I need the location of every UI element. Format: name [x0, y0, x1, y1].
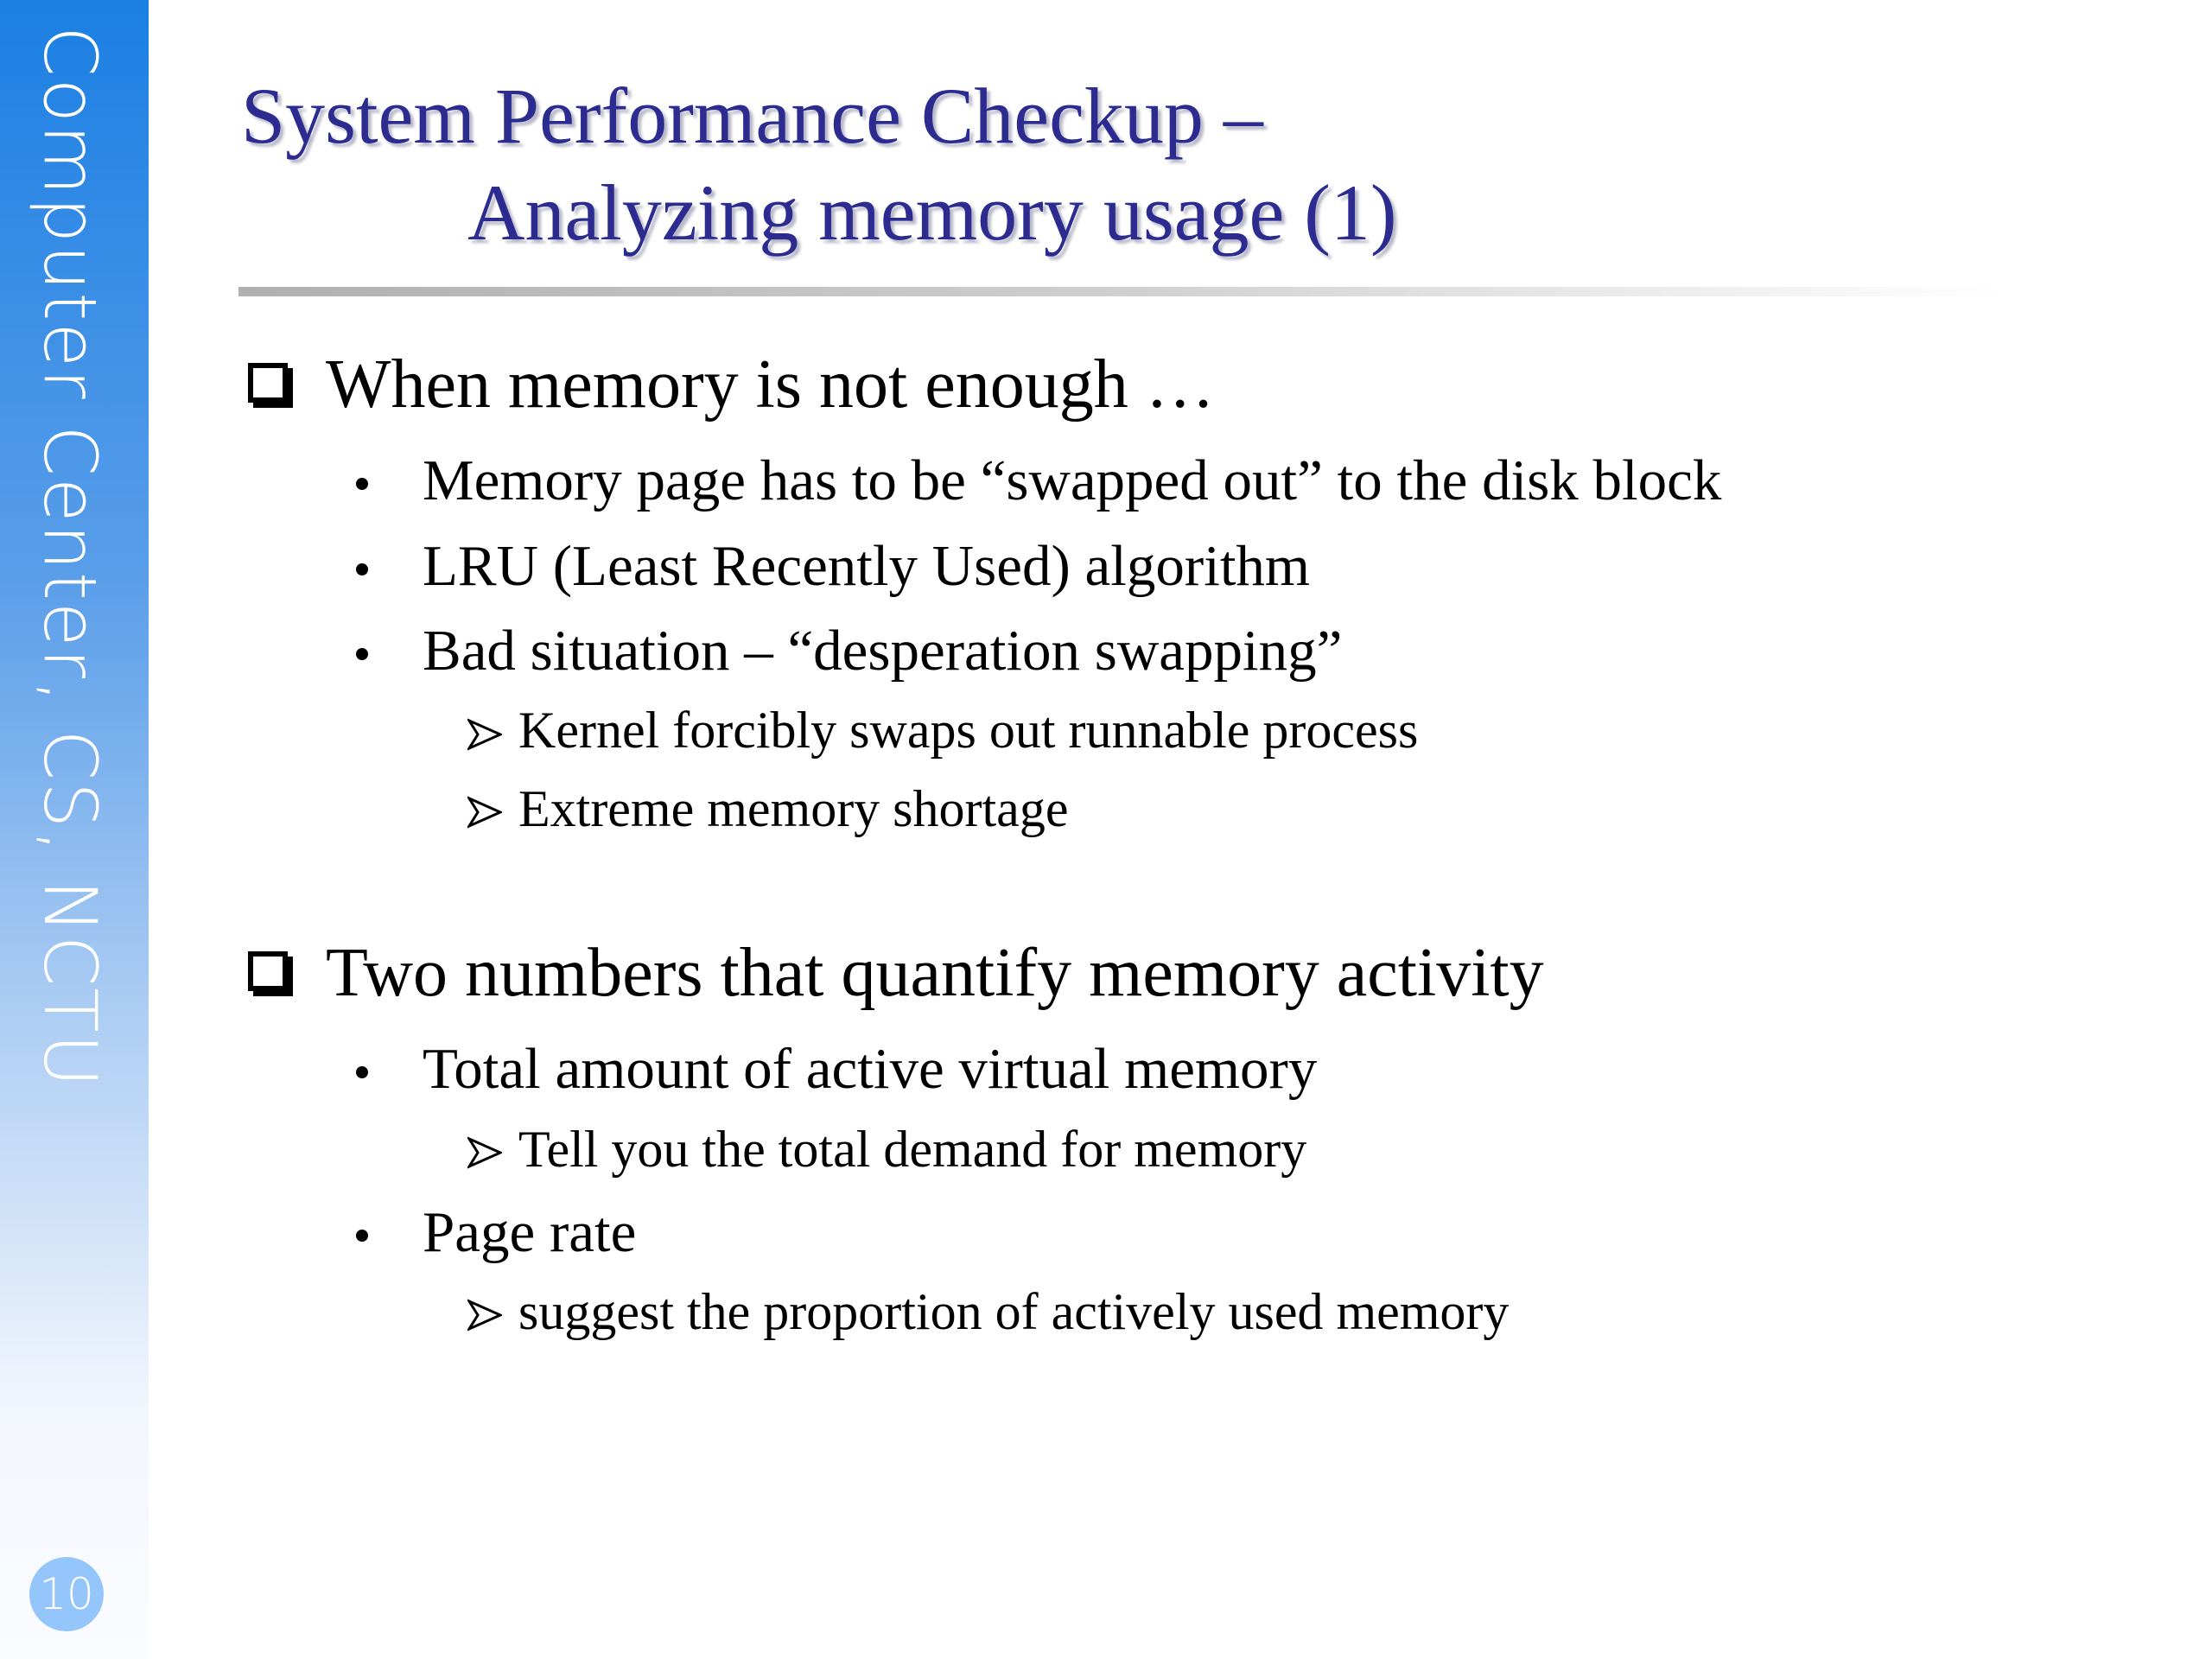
sub-bullet-text: Tell you the total demand for memory — [518, 1121, 1307, 1178]
bullet-icon — [356, 648, 368, 660]
sidebar-label: Computer Center, CS, NCTU — [28, 26, 112, 1090]
section-heading: Two numbers that quantify memory activit… — [326, 935, 1544, 1011]
section-heading: When memory is not enough … — [326, 346, 1215, 423]
bullet-text: Memory page has to be “swapped out” to t… — [423, 448, 1722, 512]
title-divider — [238, 287, 2001, 296]
title-line-1: System Performance Checkup – — [241, 72, 1263, 160]
bullet-text: Total amount of active virtual memory — [423, 1037, 1318, 1101]
sub-bullet-text: Extreme memory shortage — [518, 780, 1069, 837]
arrow-bullet-icon — [467, 1299, 502, 1332]
checkbox-bullet-icon — [248, 951, 288, 991]
sidebar: Computer Center, CS, NCTU — [0, 0, 149, 1659]
page-number-badge: 10 — [29, 1557, 104, 1631]
arrow-bullet-icon — [467, 796, 502, 829]
bullet-icon — [356, 478, 368, 490]
title-line-2: Analyzing memory usage (1) — [467, 168, 1397, 257]
bullet-icon — [356, 1230, 368, 1242]
checkbox-bullet-icon — [248, 363, 288, 403]
arrow-bullet-icon — [467, 718, 502, 751]
bullet-text: Page rate — [423, 1200, 637, 1264]
arrow-bullet-icon — [467, 1136, 502, 1169]
sub-bullet-text: Kernel forcibly swaps out runnable proce… — [518, 702, 1419, 759]
bullet-text: LRU (Least Recently Used) algorithm — [423, 534, 1311, 598]
bullet-text: Bad situation – “desperation swapping” — [423, 619, 1343, 683]
bullet-icon — [356, 1066, 368, 1078]
bullet-icon — [356, 563, 368, 575]
sub-bullet-text: suggest the proportion of actively used … — [518, 1283, 1510, 1340]
